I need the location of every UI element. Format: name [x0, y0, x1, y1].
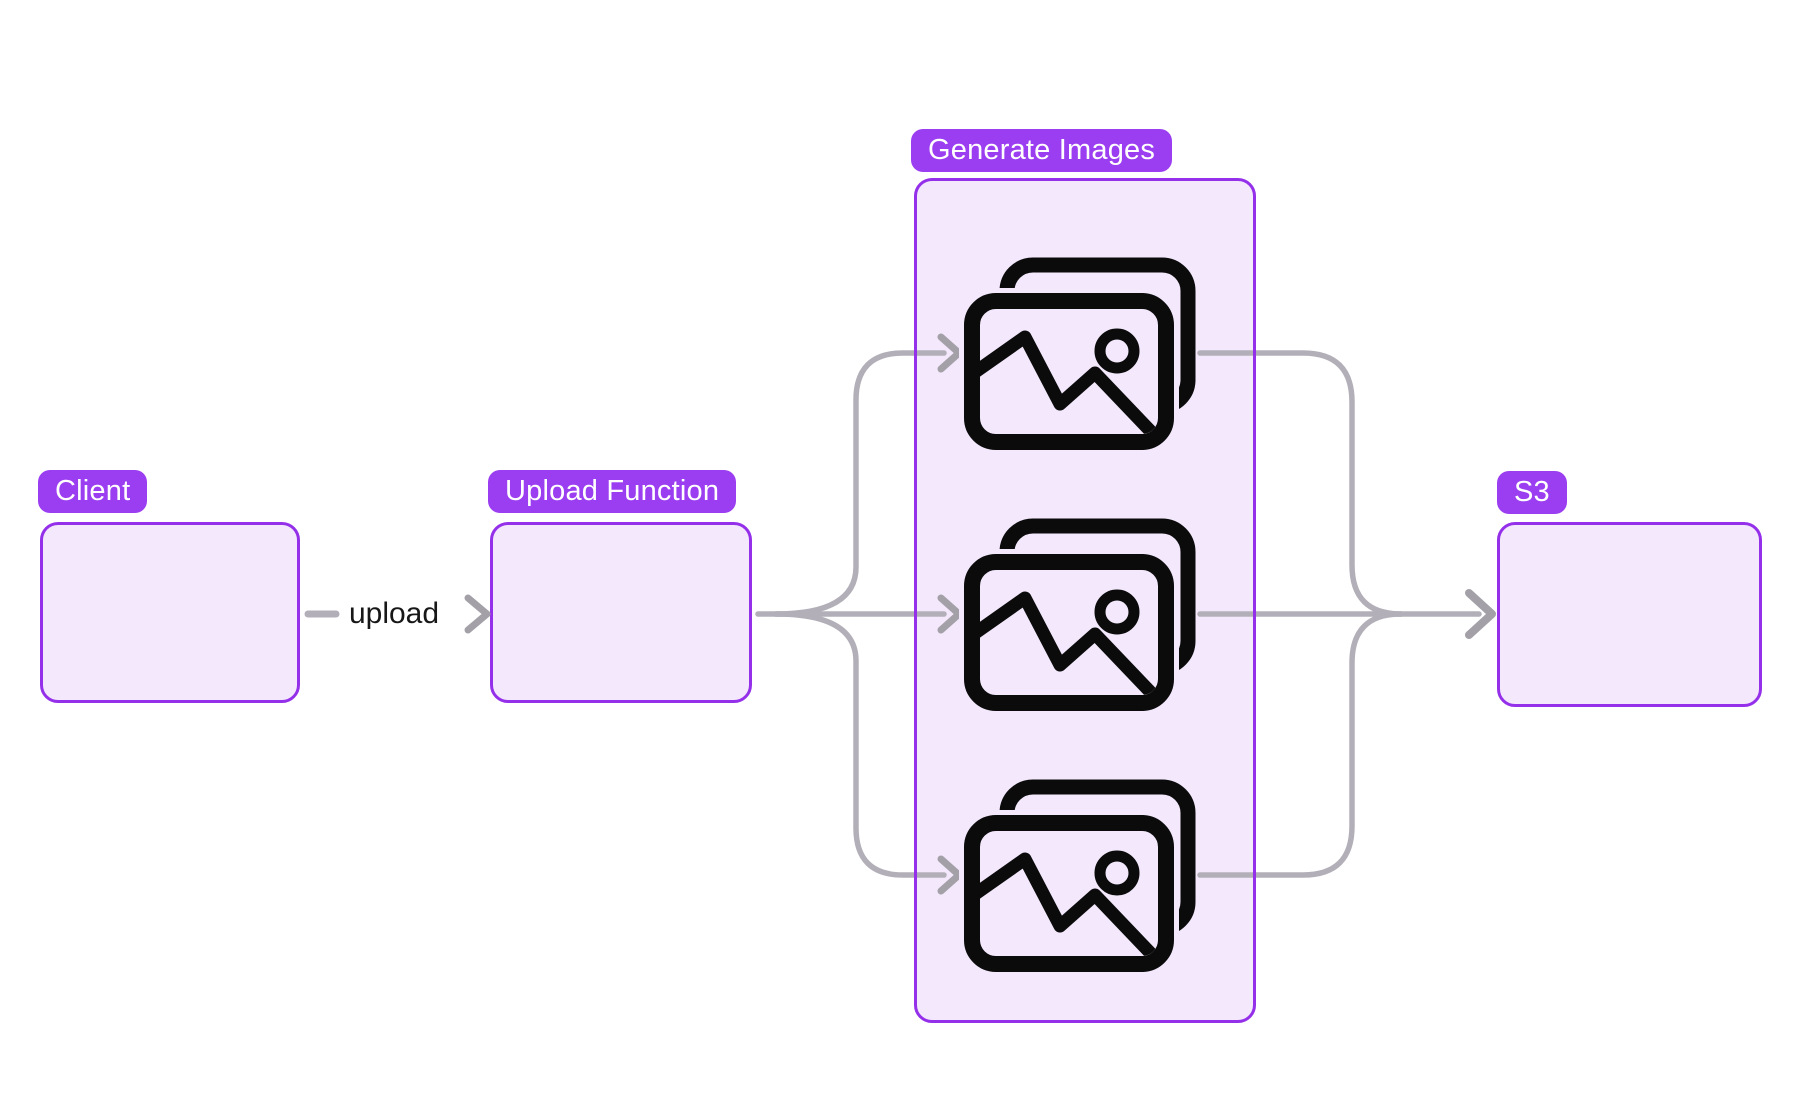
edge-label-upload[interactable]: upload [348, 597, 440, 630]
images-icon[interactable] [955, 510, 1203, 718]
node-label-upload-function[interactable]: Upload Function [488, 470, 737, 513]
images-icon[interactable] [955, 249, 1203, 457]
images-icon[interactable] [955, 771, 1203, 979]
node-label-s3[interactable]: S3 [1497, 471, 1567, 514]
node-s3[interactable] [1497, 522, 1762, 707]
node-upload-function[interactable] [490, 522, 752, 703]
arrowhead-s3 [1465, 589, 1496, 639]
node-label-generate-images[interactable]: Generate Images [911, 129, 1173, 172]
node-client[interactable] [40, 522, 300, 703]
node-label-client[interactable]: Client [38, 470, 148, 513]
arrowhead-upload-function [464, 594, 491, 634]
